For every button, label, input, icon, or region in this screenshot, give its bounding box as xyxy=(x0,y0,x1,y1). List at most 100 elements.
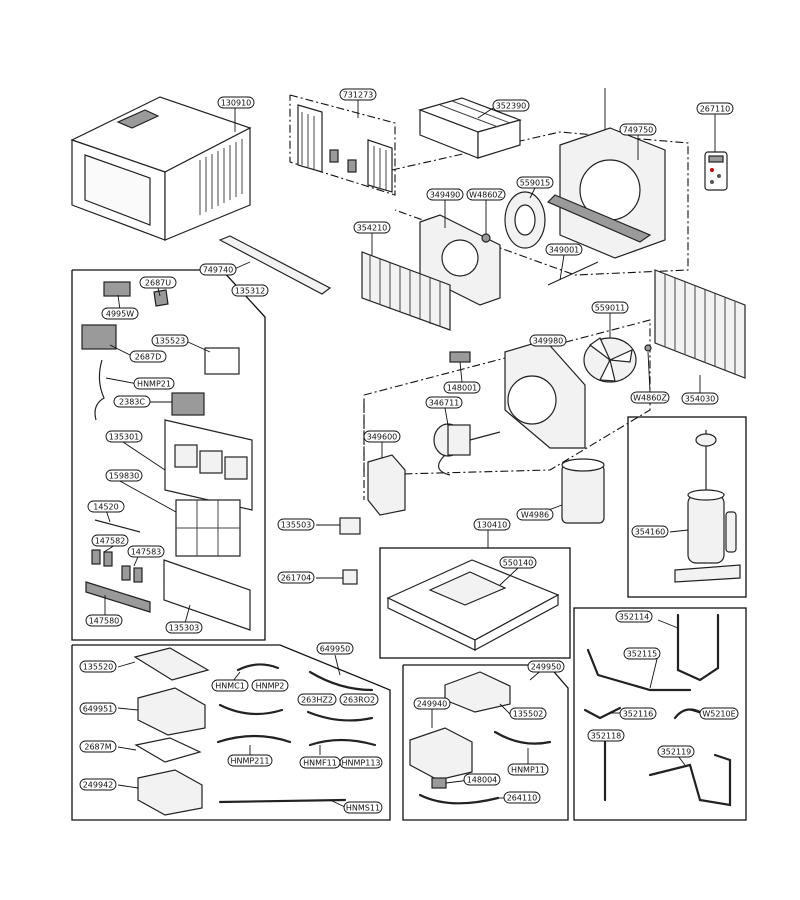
callout-135312: 135312 xyxy=(231,284,269,297)
callout-267110: 267110 xyxy=(696,102,734,115)
label-352390: 352390 xyxy=(496,102,527,111)
callout-349001: 349001 xyxy=(545,243,583,256)
callout-2383C: 2383C xyxy=(113,395,151,408)
callout-HNMP211: HNMP211 xyxy=(227,754,273,767)
label-W4986: W4986 xyxy=(521,511,549,520)
label-HNMP2: HNMP2 xyxy=(256,682,285,691)
shroud-part xyxy=(546,127,666,259)
clip-parts xyxy=(91,549,143,583)
callout-354160: 354160 xyxy=(631,525,669,538)
label-14520: 14520 xyxy=(93,503,118,512)
e-harness-b-part xyxy=(418,793,500,805)
callout-HNMC1: HNMC1 xyxy=(211,679,249,692)
callout-249950: 249950 xyxy=(527,660,565,673)
front-grille-part xyxy=(164,419,253,511)
callout-159830: 159830 xyxy=(105,469,143,482)
label-249942: 249942 xyxy=(83,781,114,790)
bracket-part xyxy=(342,569,358,585)
electrical-box-group-frame xyxy=(402,664,569,821)
callout-550140: 550140 xyxy=(499,556,537,569)
label-HNMF11-a: HNMF11 xyxy=(303,759,337,768)
e-box-part xyxy=(409,727,473,781)
callout-349490: 349490 xyxy=(426,188,464,201)
callout-352118: 352118 xyxy=(587,729,625,742)
pipe-d-part xyxy=(673,708,702,720)
label-W5210E: W5210E xyxy=(702,710,735,719)
label-263HZ2: 263HZ2 xyxy=(301,696,333,705)
relay-part xyxy=(431,777,447,789)
label-559015: 559015 xyxy=(520,179,551,188)
callout-352114: 352114 xyxy=(615,610,653,623)
label-649951: 649951 xyxy=(83,705,114,714)
label-147583: 147583 xyxy=(131,548,162,557)
harness-b-part xyxy=(218,703,284,716)
drain-rod-part xyxy=(547,261,599,286)
control-box-group-frame xyxy=(71,644,391,821)
front-cover-part xyxy=(163,559,251,631)
label-HNMP21: HNMP21 xyxy=(137,380,171,389)
callout-352119: 352119 xyxy=(657,745,695,758)
blower-fan-part xyxy=(504,191,546,249)
callout-352116: 352116 xyxy=(619,707,657,720)
air-guide-part xyxy=(418,97,522,159)
label-135312: 135312 xyxy=(235,287,266,296)
label-349490: 349490 xyxy=(430,191,461,200)
callout-W4860Z-a: W4860Z xyxy=(466,188,506,201)
label-HNMP211: HNMP211 xyxy=(231,757,270,766)
label-261704: 261704 xyxy=(281,574,312,583)
base-pan-group-frame xyxy=(379,547,571,659)
label-148001: 148001 xyxy=(447,384,478,393)
label-W4860Z-a: W4860Z xyxy=(469,191,503,200)
label-148004: 148004 xyxy=(467,776,498,785)
label-2383C: 2383C xyxy=(119,398,145,407)
label-354160: 354160 xyxy=(635,528,666,537)
harness-d-part xyxy=(308,670,374,692)
callout-2687M: 2687M xyxy=(79,740,117,753)
callout-147582: 147582 xyxy=(91,534,129,547)
callout-352390: 352390 xyxy=(492,99,530,112)
label-135503: 135503 xyxy=(281,521,312,530)
front-panel-group-frame xyxy=(71,269,266,641)
callout-148001: 148001 xyxy=(443,381,481,394)
label-W4860Z-b: W4860Z xyxy=(633,394,667,403)
label-352118: 352118 xyxy=(591,732,622,741)
label-352115: 352115 xyxy=(627,650,658,659)
power-cord-part xyxy=(218,798,347,804)
callout-264110: 264110 xyxy=(503,791,541,804)
callout-W4986: W4986 xyxy=(516,508,554,521)
callout-135503: 135503 xyxy=(277,518,315,531)
callout-148004: 148004 xyxy=(463,773,501,786)
rail-part xyxy=(218,235,332,295)
label-559011: 559011 xyxy=(595,304,626,313)
label-731273: 731273 xyxy=(343,91,374,100)
callout-HNMF11-a: HNMF11 xyxy=(299,756,341,769)
fan-shroud-part xyxy=(504,339,586,449)
label-130410: 130410 xyxy=(477,521,508,530)
nut-part xyxy=(481,233,491,243)
control-box-base-part xyxy=(137,769,203,816)
callout-HNMS11: HNMS11 xyxy=(343,801,383,814)
callout-349980: 349980 xyxy=(529,334,567,347)
capacitor-part xyxy=(339,517,361,535)
callout-354210: 354210 xyxy=(353,221,391,234)
control-cover-part xyxy=(103,281,131,297)
label-159830: 159830 xyxy=(109,472,140,481)
harness-a-part xyxy=(236,663,280,672)
harness-c-part xyxy=(216,734,292,744)
label-354210: 354210 xyxy=(357,224,388,233)
callout-W5210E: W5210E xyxy=(699,707,739,720)
label-HNMS11: HNMS11 xyxy=(346,804,380,813)
callout-352115: 352115 xyxy=(623,647,661,660)
callout-HNMP21: HNMP21 xyxy=(133,377,175,390)
label-352116: 352116 xyxy=(623,710,654,719)
label-HNMC1: HNMC1 xyxy=(215,682,245,691)
label-263RO2: 263RO2 xyxy=(343,696,375,705)
label-135523: 135523 xyxy=(155,337,186,346)
callout-135520: 135520 xyxy=(79,660,117,673)
callout-349600: 349600 xyxy=(363,430,401,443)
callout-HNMP11: HNMP11 xyxy=(507,763,549,776)
callout-2687U: 2687U xyxy=(139,276,177,289)
knob-part xyxy=(153,289,169,307)
